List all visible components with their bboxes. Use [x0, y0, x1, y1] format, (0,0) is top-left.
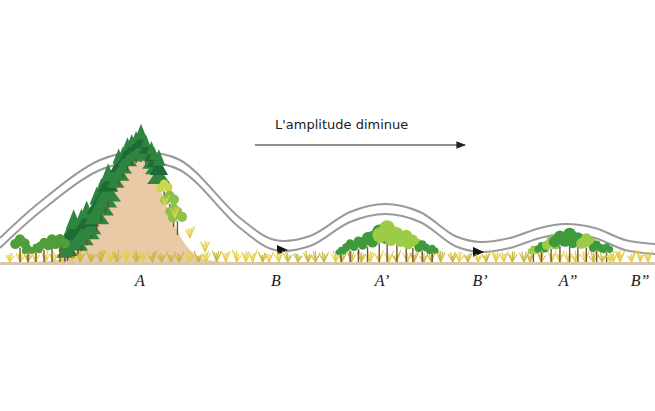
grass-tuft	[186, 227, 195, 238]
grass-tuft	[139, 251, 148, 262]
grass-tuft	[157, 253, 166, 262]
vegetation	[6, 124, 653, 262]
grass-tuft	[258, 252, 267, 262]
grass-tuft	[201, 241, 210, 252]
deciduous-tree	[50, 234, 70, 262]
point-letter: B	[271, 272, 281, 290]
grass-tuft	[294, 253, 303, 262]
grass-tuft	[161, 195, 170, 205]
grass-tuft	[148, 251, 157, 262]
grass-tuft	[311, 251, 320, 262]
point-letter: A	[135, 272, 145, 290]
grass-tuft	[275, 251, 284, 262]
grass-tuft	[547, 250, 556, 262]
grass-tuft	[385, 251, 394, 262]
deciduous-tree	[426, 245, 438, 262]
grass-tuft	[581, 251, 590, 262]
wave-line	[0, 152, 655, 244]
grass-tuft	[175, 251, 184, 262]
grass-tuft	[410, 252, 419, 262]
point-letter: A’	[375, 272, 390, 290]
point-letter: B”	[631, 272, 650, 290]
deciduous-tree	[165, 203, 182, 227]
grass-tuft	[76, 250, 85, 262]
grass-tuft	[455, 252, 464, 262]
grass-tuft	[185, 250, 194, 262]
point-letter: B’	[472, 272, 487, 290]
grass-tuft	[474, 254, 483, 262]
point-letter: A”	[559, 272, 578, 290]
grass-tuft	[87, 251, 96, 262]
grass-tuft	[41, 250, 50, 262]
grass-tuft	[97, 250, 106, 262]
grass-tuft	[491, 251, 500, 262]
grass-tuft	[464, 253, 473, 262]
grass-tuft	[627, 251, 636, 262]
grass-tuft	[606, 251, 615, 262]
deciduous-tree	[168, 208, 187, 235]
grass-tuft	[564, 252, 573, 262]
grass-tuft	[347, 250, 356, 262]
grass-tuft	[167, 251, 176, 262]
grass-tuft	[194, 251, 203, 262]
grass-tuft	[212, 251, 221, 262]
grass-tuft	[616, 250, 625, 262]
grass-tuft	[248, 250, 257, 262]
grass-tuft	[202, 251, 211, 262]
grass-tuft	[589, 251, 598, 262]
grass-tuft	[420, 252, 429, 262]
grass-tuft	[644, 250, 653, 262]
grass-tuft	[122, 250, 131, 262]
grass-tuft	[304, 251, 313, 262]
grass-tuft	[6, 253, 15, 262]
grass-tuft	[50, 251, 59, 262]
grass-tuft	[265, 252, 274, 262]
grass-tuft	[171, 207, 180, 218]
grass-tuft	[112, 250, 121, 262]
grass-tuft	[482, 251, 491, 262]
deciduous-tree	[160, 191, 179, 218]
direction-arrow	[255, 144, 465, 145]
ground-line	[0, 262, 655, 265]
grass-tuft	[636, 250, 645, 262]
grass-tuft	[500, 251, 509, 262]
grass-tuft	[508, 251, 517, 262]
hill	[30, 158, 230, 262]
grass-tuft	[283, 251, 292, 262]
deciduous-tree	[576, 233, 596, 262]
grass-tuft	[221, 251, 230, 262]
deciduous-tree	[403, 235, 422, 262]
grass-tuft	[616, 251, 625, 262]
grass-tuft	[232, 250, 241, 262]
grass-tuft	[320, 252, 329, 262]
grass-tuft	[520, 251, 529, 262]
ground	[0, 158, 655, 265]
conifer	[147, 149, 170, 189]
amplitude-note: L'amplitude diminue	[275, 118, 408, 132]
